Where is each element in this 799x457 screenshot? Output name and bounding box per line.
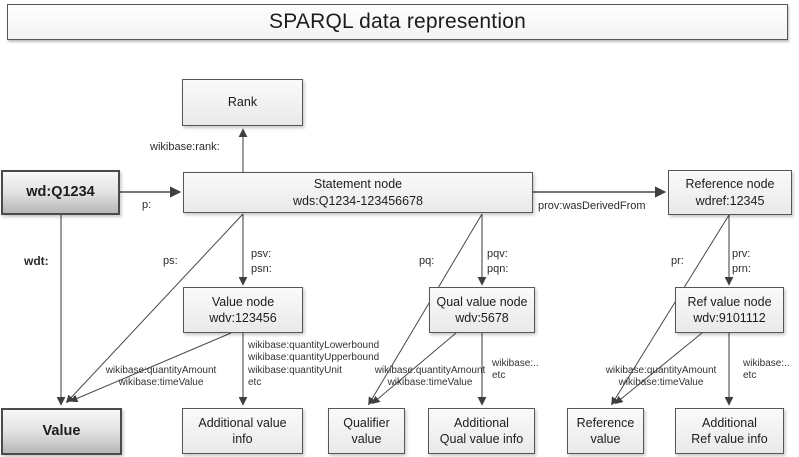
node-value-node: Value node wdv:123456: [183, 287, 303, 333]
annotation-qual-node-to-additional: wikibase:.. etc: [492, 358, 539, 383]
annotation-line: wikibase:timeValue: [618, 377, 704, 389]
annotation-line: wikibase:quantityLowerbound: [248, 340, 380, 351]
annotation-qual-node-to-qualifier: wikibase:quantityAmount wikibase:timeVal…: [369, 365, 491, 390]
annotation-ref-node-to-additional: wikibase:.. etc: [743, 358, 790, 383]
edge-label-pq: pq:: [419, 255, 435, 267]
edge-label-wdt: wdt:: [24, 254, 49, 268]
node-entity-label: wd:Q1234: [26, 183, 95, 200]
node-rank: Rank: [182, 79, 303, 126]
annotation-line: etc: [492, 370, 506, 382]
node-additional-ref-value-info: Additional Ref value info: [675, 408, 784, 454]
node-entity-wd-q1234: wd:Q1234: [1, 170, 120, 215]
node-reference-value: Reference value: [567, 408, 644, 454]
arrow-qualnode-to-qualifier: [371, 332, 457, 405]
edge-label-prv: prv:: [732, 248, 751, 260]
node-statement: Statement node wds:Q1234-123456678: [183, 172, 533, 213]
arrow-refnode-to-reference: [614, 332, 703, 405]
node-reference-value-line1: Reference: [576, 415, 635, 430]
node-rank-label: Rank: [227, 95, 258, 110]
node-ref-value-node-id: wdv:9101112: [693, 311, 766, 325]
node-additional-value-info-line1: Additional value: [198, 415, 287, 430]
diagram-title: SPARQL data represention: [7, 4, 788, 40]
node-value-label: Value: [42, 422, 81, 439]
node-value-node-id: wdv:123456: [209, 311, 277, 325]
annotation-line: wikibase:quantityAmount: [374, 365, 486, 376]
annotation-line: wikibase:quantityUpperbound: [248, 352, 380, 364]
node-reference-id: wdref:12345: [695, 193, 765, 208]
node-additional-qual-value-info-line2: Qual value info: [439, 432, 524, 446]
node-qualifier-value-line1: Qualifier: [343, 415, 390, 430]
arrow-pq: [368, 213, 483, 406]
node-additional-ref-value-info-line2: Ref value info: [691, 432, 768, 446]
node-qual-value-node: Qual value node wdv:5678: [429, 287, 535, 333]
node-additional-value-info: Additional value info: [182, 408, 303, 454]
node-reference-value-line2: value: [590, 432, 621, 446]
node-statement-title: Statement node: [313, 177, 403, 191]
arrow-ps: [65, 213, 244, 404]
annotation-line: etc: [743, 370, 757, 382]
edge-label-wikibase-rank: wikibase:rank:: [150, 141, 220, 153]
node-additional-ref-value-info-line1: Additional: [702, 415, 757, 430]
edge-label-p: p:: [142, 199, 152, 211]
node-qual-value-node-id: wdv:5678: [455, 311, 509, 325]
arrow-valuenode-to-value: [69, 332, 232, 403]
node-statement-id: wds:Q1234-123456678: [293, 193, 423, 208]
annotation-line: wikibase:..: [492, 358, 539, 369]
edge-label-prov-wasderivedfrom: prov:wasDerivedFrom: [538, 200, 646, 212]
node-value: Value: [1, 408, 122, 455]
edge-label-pr: pr:: [671, 255, 684, 267]
node-ref-value-node-title: Ref value node: [687, 294, 772, 309]
node-qualifier-value-line2: value: [351, 432, 382, 446]
annotation-ref-node-to-reference: wikibase:quantityAmount wikibase:timeVal…: [600, 365, 722, 390]
annotation-line: wikibase:timeValue: [387, 377, 473, 389]
annotation-value-node-to-additional: wikibase:quantityLowerbound wikibase:qua…: [248, 340, 379, 390]
edge-label-prn: prn:: [732, 263, 751, 275]
node-ref-value-node: Ref value node wdv:9101112: [675, 287, 784, 333]
arrow-pr: [611, 214, 730, 406]
edge-label-psv: psv:: [251, 248, 272, 260]
edge-label-psn: psn:: [251, 263, 272, 275]
annotation-line: wikibase:quantityUnit: [248, 364, 342, 376]
node-value-node-title: Value node: [211, 294, 275, 309]
edge-label-pqv: pqv:: [487, 248, 508, 260]
node-reference: Reference node wdref:12345: [668, 170, 792, 215]
annotation-value-node-to-value: wikibase:quantityAmount wikibase:timeVal…: [100, 365, 222, 390]
diagram-title-text: SPARQL data represention: [269, 10, 526, 34]
node-additional-qual-value-info-line1: Additional: [454, 415, 509, 430]
node-qualifier-value: Qualifier value: [328, 408, 405, 454]
annotation-line: etc: [248, 377, 262, 389]
annotation-line: wikibase:..: [743, 358, 790, 369]
annotation-line: wikibase:quantityAmount: [605, 365, 717, 376]
edge-label-ps: ps:: [163, 255, 178, 267]
annotation-line: wikibase:timeValue: [118, 377, 204, 389]
node-qual-value-node-title: Qual value node: [436, 294, 528, 309]
node-additional-qual-value-info: Additional Qual value info: [428, 408, 535, 454]
edge-label-pqn: pqn:: [487, 263, 509, 275]
node-reference-title: Reference node: [685, 177, 775, 191]
annotation-line: wikibase:quantityAmount: [105, 365, 217, 376]
node-additional-value-info-line2: info: [232, 432, 253, 446]
